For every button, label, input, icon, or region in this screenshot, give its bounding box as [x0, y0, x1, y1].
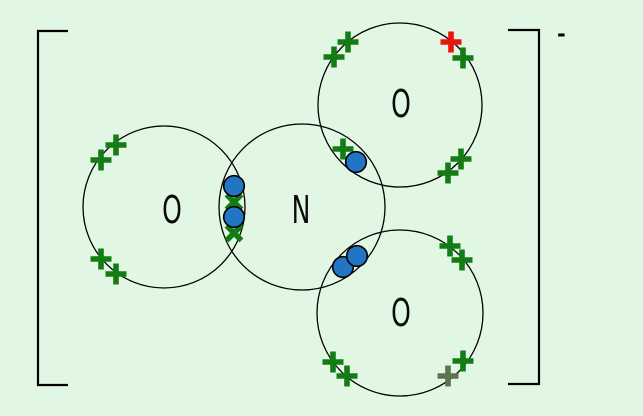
electron-dot	[344, 150, 368, 174]
atom-labels: O N O O	[162, 82, 411, 336]
electron-plus	[440, 31, 462, 53]
label-oxygen-bottom-right: O	[391, 291, 411, 336]
electron-plus	[322, 351, 344, 373]
electron-plus	[105, 134, 127, 156]
electron-cross	[224, 192, 244, 212]
electron-plus	[450, 148, 472, 170]
right-bracket	[508, 28, 541, 386]
electron-plus	[336, 365, 358, 387]
label-oxygen-top-right: O	[391, 82, 411, 127]
electron-dot	[222, 174, 246, 198]
electron-shells	[82, 22, 484, 397]
electron-plus	[90, 149, 112, 171]
shell-oxygen-top-right	[317, 22, 483, 188]
charge-brackets	[36, 28, 541, 387]
electron-plus	[451, 249, 473, 271]
label-oxygen-left: O	[162, 188, 182, 233]
electron-plus	[332, 138, 354, 160]
electron-plus	[337, 31, 359, 53]
shell-nitrogen-center	[218, 123, 386, 291]
electrons	[90, 31, 474, 387]
electron-plus	[452, 350, 474, 372]
electron-plus	[437, 162, 459, 184]
electron-plus	[439, 235, 461, 257]
electron-plus	[452, 47, 474, 69]
shell-oxygen-bottom-right	[316, 229, 484, 397]
electron-plus	[105, 263, 127, 285]
electron-plus	[90, 248, 112, 270]
shell-oxygen-left	[82, 125, 246, 289]
electron-cross	[224, 223, 244, 243]
electron-plus	[323, 46, 345, 68]
label-nitrogen-center: N	[292, 188, 311, 233]
charge-label: -	[557, 22, 566, 46]
left-bracket	[36, 29, 68, 387]
electron-dot	[345, 244, 369, 268]
electron-dot	[222, 205, 246, 229]
electron-plus	[437, 365, 459, 387]
